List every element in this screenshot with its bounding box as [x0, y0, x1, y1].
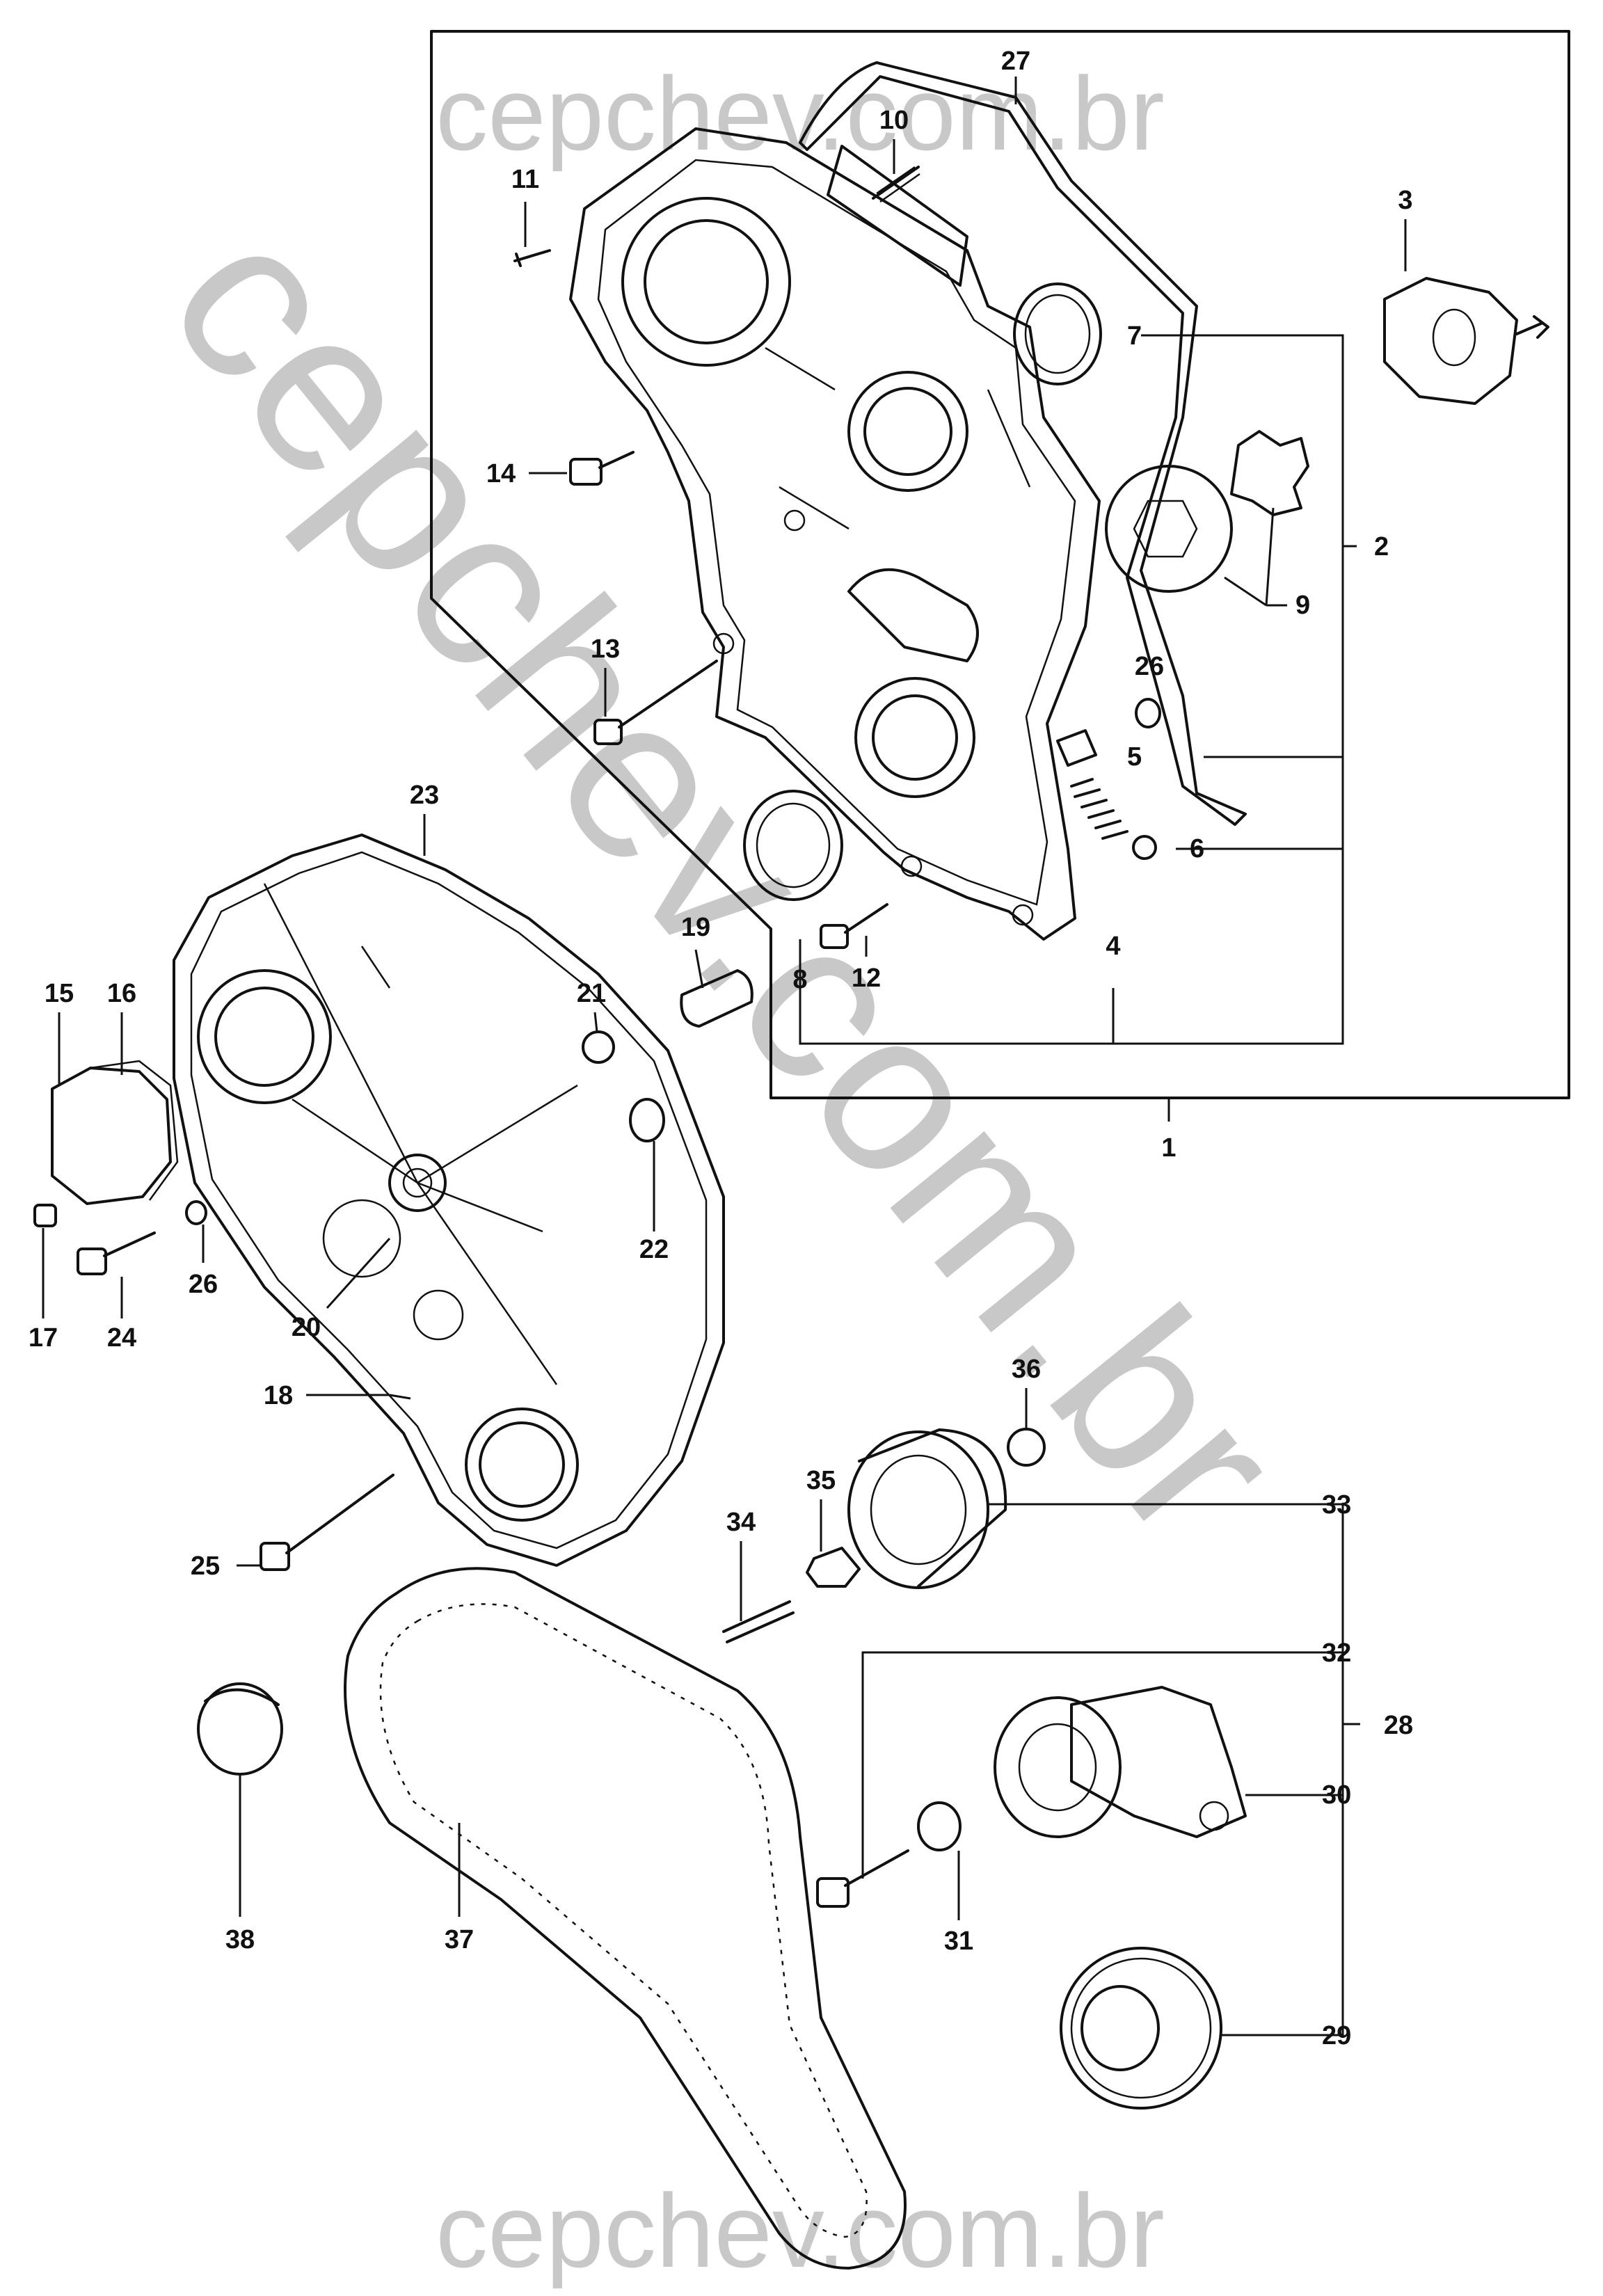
bolt-10: [872, 166, 920, 203]
cap-38: [197, 1682, 283, 1776]
callout-28: 28: [1384, 1711, 1413, 1740]
callout-26-left: 26: [189, 1270, 218, 1299]
washer-26-top: [1135, 698, 1161, 728]
callout-19: 19: [681, 913, 710, 942]
bolt-13: [593, 660, 718, 745]
stud-34: [722, 1600, 795, 1643]
seal-8: [743, 790, 843, 901]
callout-22: 22: [639, 1235, 669, 1264]
sprocket-29: [1060, 1947, 1222, 2110]
callout-29: 29: [1322, 2021, 1351, 2050]
bolt-14: [569, 451, 635, 486]
callout-15: 15: [45, 979, 74, 1008]
gasket-27: [799, 61, 1247, 826]
callout-26-top: 26: [1135, 652, 1164, 681]
callout-16: 16: [107, 979, 136, 1008]
seal-7: [1013, 282, 1102, 385]
callout-3: 3: [1398, 186, 1412, 215]
callout-12: 12: [852, 964, 881, 993]
callout-14: 14: [486, 459, 516, 488]
outer-rotor-9: [1105, 465, 1233, 593]
timing-belt-37: [344, 1567, 907, 2270]
callout-31: 31: [944, 1927, 973, 1956]
leader-lines: [42, 77, 1407, 2036]
washer-26-left: [185, 1200, 207, 1225]
watermark-diagonal: cepchev.com.br: [121, 175, 1331, 1584]
callout-36: 36: [1012, 1355, 1041, 1384]
inspection-cover-15: [51, 1067, 172, 1205]
callout-20: 20: [292, 1313, 321, 1342]
gasket-16: [90, 1060, 179, 1201]
callout-35: 35: [806, 1466, 836, 1495]
callout-38: 38: [225, 1925, 255, 1954]
plug-19: [680, 969, 753, 1028]
washer-31: [917, 1801, 962, 1851]
callout-21: 21: [577, 979, 606, 1008]
watermark-bottom: cepchev.com.br: [436, 2172, 1165, 2289]
callout-13: 13: [591, 635, 620, 664]
bolt-32: [816, 1849, 909, 1908]
callout-32: 32: [1322, 1639, 1351, 1668]
callout-33: 33: [1322, 1490, 1351, 1520]
bolt-12: [820, 903, 888, 949]
pin-11: [513, 249, 551, 267]
callout-8: 8: [792, 965, 807, 994]
bolt-17: [33, 1204, 57, 1227]
callout-5: 5: [1127, 742, 1142, 772]
nut-35: [806, 1547, 861, 1588]
callout-labels: 1 2 3 4 5 6 7 8 9 10 11 12 13 14 15 16 1…: [29, 47, 1413, 2050]
assembly-box-outline: [430, 30, 1570, 1099]
callout-2: 2: [1374, 532, 1389, 561]
callout-24: 24: [107, 1323, 136, 1353]
callout-1: 1: [1161, 1133, 1176, 1163]
callout-30: 30: [1322, 1780, 1351, 1810]
callout-17: 17: [29, 1323, 58, 1353]
callout-37: 37: [445, 1925, 474, 1954]
plug-6: [1132, 835, 1157, 860]
tensioner-30: [994, 1686, 1247, 1838]
callout-7: 7: [1127, 321, 1142, 351]
washer-22: [629, 1098, 665, 1142]
callout-11: 11: [511, 165, 539, 194]
bolt-25: [260, 1474, 394, 1571]
callout-18: 18: [264, 1381, 293, 1410]
valve-5: [1056, 729, 1097, 767]
inner-rotor-9: [1230, 430, 1309, 516]
timing-cover-18: [173, 834, 725, 1567]
callout-27: 27: [1001, 47, 1030, 76]
callout-23: 23: [410, 781, 439, 810]
spring-4: [1070, 778, 1129, 840]
callout-34: 34: [726, 1508, 756, 1537]
front-housing: [569, 127, 1101, 941]
callout-4: 4: [1106, 932, 1120, 961]
callout-25: 25: [191, 1552, 220, 1581]
callout-6: 6: [1190, 834, 1204, 863]
washer-21: [582, 1030, 615, 1064]
idler-33: [847, 1428, 1007, 1589]
callout-10: 10: [879, 106, 909, 135]
pump-cover-3: [1383, 277, 1518, 405]
bolt-24: [77, 1231, 156, 1275]
callout-9: 9: [1295, 591, 1310, 620]
